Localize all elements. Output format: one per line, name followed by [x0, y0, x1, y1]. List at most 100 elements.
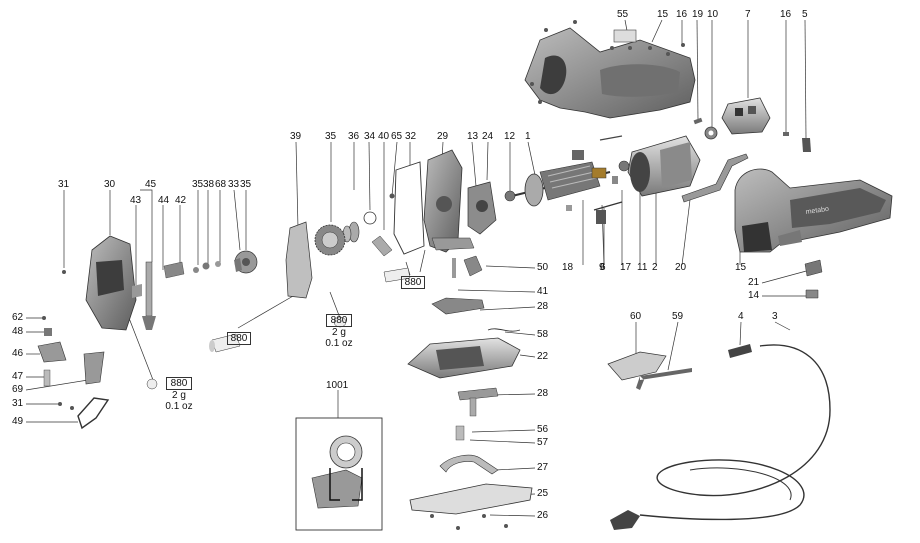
parallel-guide-60 [607, 351, 667, 381]
callout-33: 33 [228, 179, 240, 190]
plunger-45 [145, 261, 153, 317]
part-62 [42, 316, 46, 320]
screws-31b [58, 402, 74, 410]
part-48 [44, 328, 52, 336]
callout-29: 29 [437, 131, 449, 142]
callout-26: 26 [537, 510, 549, 521]
callout-15: 15 [657, 9, 669, 20]
callout-32: 32 [405, 131, 417, 142]
callout-50: 50 [537, 262, 549, 273]
callout-49: 49 [12, 416, 24, 427]
callout-20: 20 [675, 262, 687, 273]
callout-4: 4 [738, 311, 744, 322]
callout-59: 59 [672, 311, 684, 322]
callout-19: 19 [692, 9, 704, 20]
callout-40: 40 [378, 131, 390, 142]
callout-56: 56 [537, 424, 549, 435]
part-38 [202, 262, 210, 270]
leader-lines [25, 19, 811, 517]
callout-7: 7 [745, 9, 751, 20]
callout-14: 14 [748, 290, 760, 301]
button-5 [802, 138, 811, 152]
callout-18: 18 [562, 262, 574, 273]
callout-27: 27 [537, 462, 549, 473]
callout-57: 57 [537, 437, 549, 448]
grease-code: 880 [400, 276, 426, 289]
part-35b [193, 267, 199, 273]
base-plate-25 [409, 483, 533, 515]
grease-code: 880 [165, 377, 193, 390]
bearing-12 [504, 190, 516, 202]
gear-35 [314, 224, 346, 256]
front-housing-30 [85, 235, 137, 331]
callout-31: 31 [58, 179, 70, 190]
callout-60: 60 [630, 311, 642, 322]
part-17 [612, 176, 618, 184]
callout-13: 13 [467, 131, 479, 142]
callout-35: 35 [240, 179, 252, 190]
callout-69: 69 [12, 384, 24, 395]
callout-45: 45 [145, 179, 157, 190]
callout-38: 38 [203, 179, 215, 190]
callout-34: 34 [364, 131, 376, 142]
grease-note: 880 [224, 332, 254, 345]
callout-43: 43 [130, 195, 142, 206]
part-14 [805, 289, 819, 299]
wire-clip-49 [77, 397, 110, 430]
inset-1001-box [295, 417, 383, 531]
motor-housing-half [524, 27, 696, 119]
callout-65: 65 [391, 131, 403, 142]
callout-30: 30 [104, 179, 116, 190]
power-cord [610, 344, 831, 530]
part-57 [455, 425, 465, 441]
part-44 [163, 261, 185, 279]
svg-text:metabo: metabo [805, 206, 829, 216]
callout-25: 25 [537, 488, 549, 499]
callout-42: 42 [175, 195, 187, 206]
part-18 [566, 205, 572, 211]
cable-sleeve-4 [728, 344, 752, 358]
assembled-housing: metabo [734, 168, 893, 253]
grease-tube [146, 378, 158, 390]
grease-code: 880 [325, 314, 353, 327]
gear-housing [423, 149, 475, 253]
hex-key-59 [636, 368, 692, 390]
stator [627, 135, 701, 197]
callout-39: 39 [290, 131, 302, 142]
callout-46: 46 [12, 348, 24, 359]
part-35c [234, 258, 242, 272]
callout-2: 2 [652, 262, 658, 273]
callout-41: 41 [537, 286, 549, 297]
callout-21: 21 [748, 277, 760, 288]
callout-1001: 1001 [326, 380, 349, 391]
callout-3: 3 [772, 311, 778, 322]
callout-36: 36 [348, 131, 360, 142]
grease-quantity-oz: 0.1 oz [325, 338, 353, 349]
callout-31: 31 [12, 398, 24, 409]
pin-41 [452, 258, 456, 278]
grease-code: 880 [226, 332, 252, 345]
switch-module [721, 97, 771, 135]
grease-quantity: 2 g [172, 390, 186, 401]
plate-39 [285, 221, 313, 299]
callout-15: 15 [735, 262, 747, 273]
clamp-28b [457, 387, 499, 401]
part-65 [389, 193, 395, 199]
part-68 [215, 261, 221, 267]
callout-22: 22 [537, 351, 549, 362]
grease-quantity-oz: 0.1 oz [165, 401, 193, 412]
roller-27 [439, 454, 499, 475]
callout-44: 44 [158, 195, 170, 206]
gear-36 [342, 221, 360, 243]
part-21 [804, 259, 823, 277]
part-40 [371, 235, 393, 257]
callout-12: 12 [504, 131, 516, 142]
callout-17: 17 [620, 262, 632, 273]
callout-58: 58 [537, 329, 549, 340]
grease-tube [209, 333, 241, 353]
callout-35: 35 [325, 131, 337, 142]
callout-10: 10 [707, 9, 719, 20]
grease-tube [383, 267, 411, 283]
cable-guide-20 [681, 153, 749, 203]
